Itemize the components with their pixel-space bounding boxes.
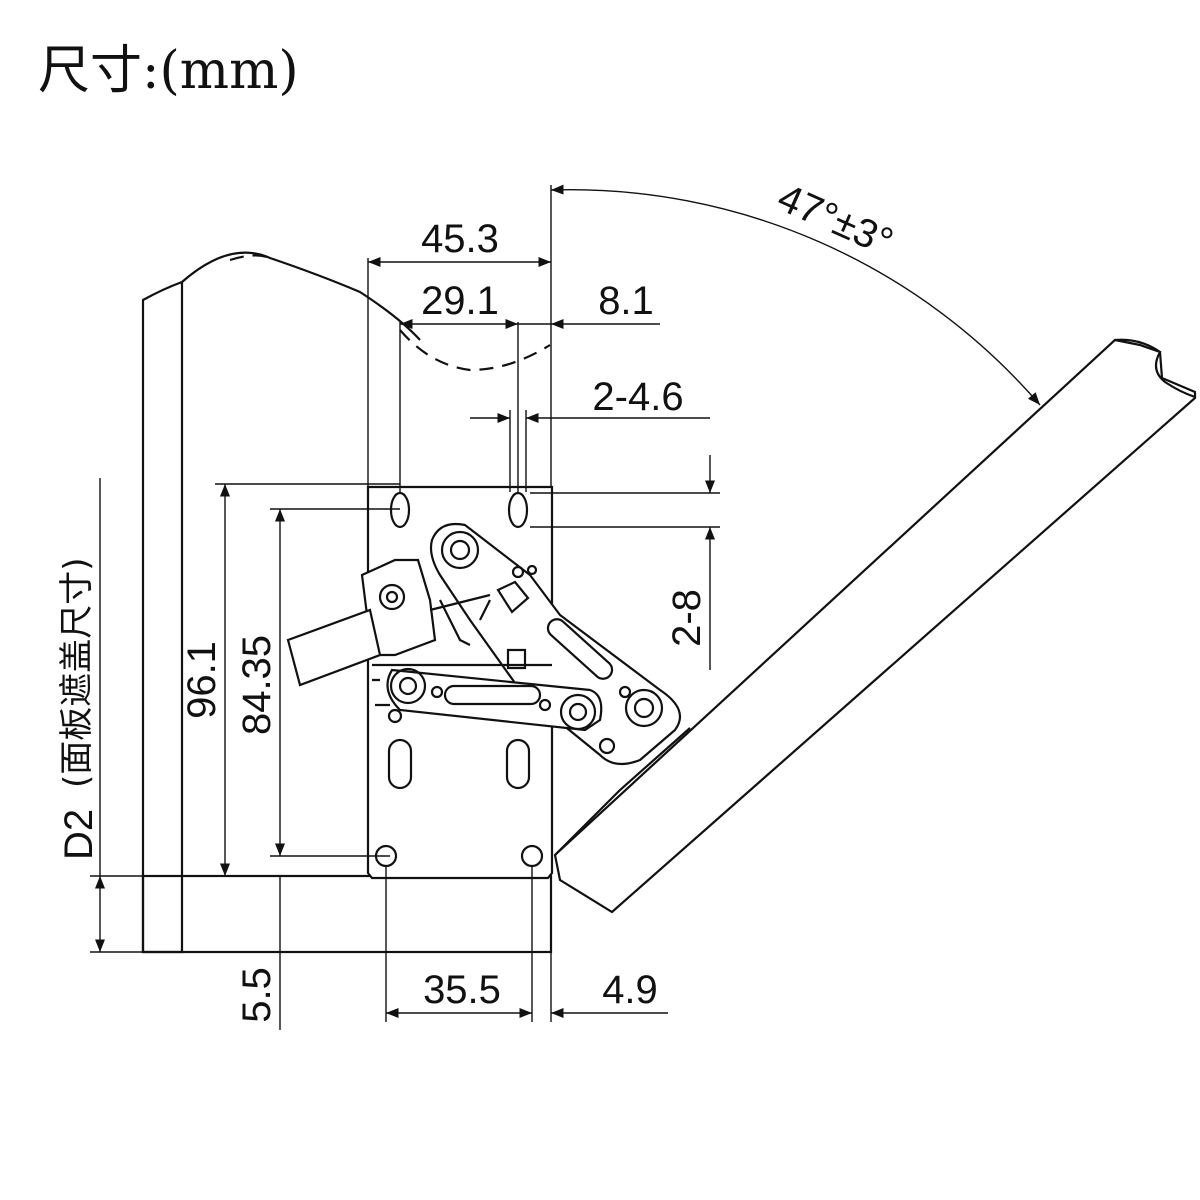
break-line	[181, 251, 421, 341]
mount-hole	[507, 491, 529, 529]
d2-code: D2	[57, 809, 101, 860]
dim-2-4-6: 2-4.6	[592, 375, 683, 419]
slot-hole	[387, 738, 413, 790]
dim-45-3: 45.3	[421, 217, 499, 261]
cabinet-side-wall	[141, 280, 184, 954]
cabinet-bottom-panel	[141, 874, 553, 954]
dim-35-5: 35.5	[423, 968, 501, 1012]
hinge-mechanism	[286, 522, 682, 766]
dim-29-1: 29.1	[421, 279, 499, 323]
dim-8-1: 8.1	[598, 279, 654, 323]
d2-description: (面板遮盖尺寸)	[57, 557, 97, 788]
dim-5-5: 5.5	[235, 967, 279, 1023]
break-line-dashed	[229, 254, 551, 372]
lid-panel	[553, 338, 1197, 914]
dim-2-8: 2-8	[665, 589, 709, 647]
angle-arc	[550, 184, 1041, 406]
dim-96-1: 96.1	[180, 641, 224, 719]
mount-hole	[389, 491, 411, 529]
angle-label: 47°±3°	[771, 175, 899, 264]
slot-hole	[505, 738, 531, 790]
dim-84-35: 84.35	[235, 635, 279, 735]
drawing-title: 尺寸:(mm)	[38, 41, 299, 101]
dim-4-9: 4.9	[602, 968, 658, 1012]
